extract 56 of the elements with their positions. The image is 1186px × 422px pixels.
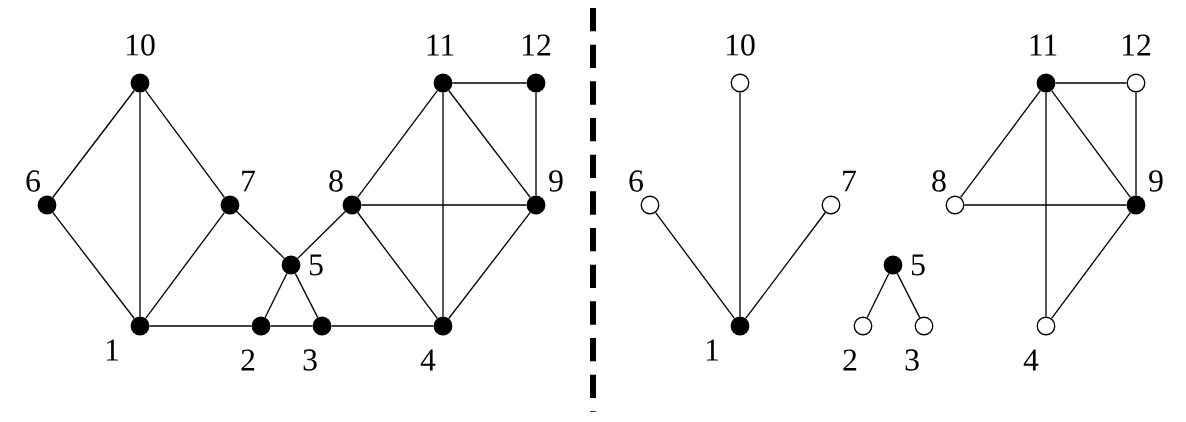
edge-line <box>1054 82 1128 84</box>
vertex-label: 6 <box>26 170 40 192</box>
vertex-label: 4 <box>1023 349 1039 371</box>
edge-line <box>264 272 288 319</box>
edge-line <box>330 325 435 327</box>
edge-line <box>963 204 1128 206</box>
vertex-label: 8 <box>932 170 946 192</box>
edge-line <box>52 89 135 199</box>
edge-line <box>442 91 444 318</box>
vertex-label: 9 <box>549 170 563 192</box>
vertex-label: 12 <box>522 34 551 56</box>
edge-line <box>360 204 528 206</box>
edge-line <box>1050 211 1132 320</box>
vertex-label: 4 <box>420 349 436 371</box>
vertex-label: 2 <box>843 349 857 371</box>
edge-line <box>535 91 537 197</box>
vertex-label: 11 <box>1030 34 1057 56</box>
vertex-label: 5 <box>911 254 925 276</box>
edge-line <box>269 325 314 327</box>
edge-line <box>236 210 285 260</box>
edge-line <box>451 82 528 84</box>
vertex-label: 11 <box>427 34 454 56</box>
edge-line <box>294 272 319 319</box>
edge-line <box>357 211 438 320</box>
edge-line <box>52 211 135 320</box>
edge-line <box>896 272 921 319</box>
vertex-label: 10 <box>726 34 755 56</box>
edge-line <box>959 89 1042 199</box>
vertex-label: 7 <box>843 170 856 192</box>
vertex-label: 1 <box>706 339 718 361</box>
vertex-label: 12 <box>1122 34 1151 56</box>
edge-line <box>297 210 346 260</box>
vertex-label: 7 <box>242 170 255 192</box>
vertex-label: 3 <box>905 349 919 371</box>
edge-line <box>1045 91 1047 318</box>
edge-line <box>1135 91 1137 197</box>
vertex-label: 2 <box>241 349 255 371</box>
edge-line <box>739 91 741 318</box>
edge-line <box>356 89 439 199</box>
edge-line <box>448 211 531 320</box>
edge-line <box>745 211 826 320</box>
edge-line <box>1050 89 1132 199</box>
edge-line <box>866 272 890 319</box>
edge-line <box>448 89 531 199</box>
vertex-label: 5 <box>309 254 323 276</box>
vertex-label: 8 <box>329 170 343 192</box>
edge-line <box>144 211 226 320</box>
vertex-label: 6 <box>629 170 643 192</box>
edge-line <box>654 211 736 320</box>
vertex-label: 3 <box>303 349 317 371</box>
edge-line <box>139 91 141 318</box>
vertex-label: 9 <box>1149 170 1163 192</box>
vertex-label: 10 <box>126 34 155 56</box>
vertex-label: 1 <box>106 339 119 361</box>
edge-line <box>144 89 226 199</box>
edge-line <box>148 325 253 327</box>
